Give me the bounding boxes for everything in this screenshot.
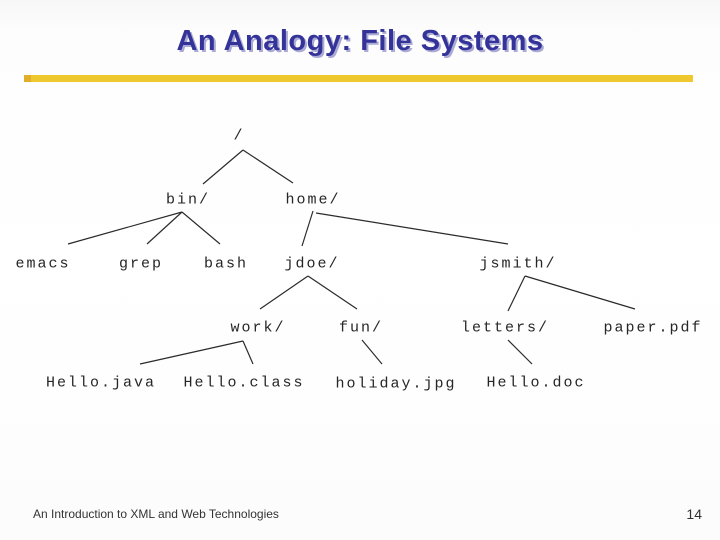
tree-node-letters: letters/ — [460, 319, 550, 337]
tree-node-hello-java: Hello.java — [45, 374, 157, 392]
tree-node-fun: fun/ — [338, 319, 384, 337]
page-number: 14 — [686, 506, 702, 522]
tree-edge-home-jsmith — [315, 212, 509, 245]
tree-edge-jdoe-fun — [307, 275, 358, 310]
tree-node-root: / — [233, 127, 245, 145]
tree-edge-letters-hello-doc — [507, 339, 533, 365]
tree-node-paper-pdf: paper.pdf — [603, 319, 703, 337]
tree-edge-bin-emacs — [67, 211, 183, 245]
tree-edge-bin-grep — [146, 211, 183, 245]
slide-title: An Analogy: File Systems — [176, 25, 544, 57]
footer-title: An Introduction to XML and Web Technolog… — [33, 507, 279, 521]
tree-node-jsmith: jsmith/ — [479, 255, 557, 273]
tree-node-bin: bin/ — [165, 191, 211, 209]
tree-edge-work-hello-java — [139, 340, 244, 365]
tree-edge-jdoe-work — [259, 275, 309, 310]
tree-edge-work-hello-class — [242, 340, 254, 365]
tree-edge-home-jdoe — [301, 210, 314, 247]
tree-edge-root-bin — [202, 149, 244, 185]
tree-node-hello-doc: Hello.doc — [486, 374, 586, 392]
tree-edge-fun-holiday-jpg — [361, 339, 383, 365]
title-underline-cap — [24, 75, 31, 82]
tree-node-bash: bash — [203, 255, 249, 273]
tree-node-home: home/ — [285, 191, 341, 209]
tree-node-holiday-jpg: holiday.jpg — [335, 375, 457, 393]
tree-node-grep: grep — [118, 255, 164, 273]
tree-edge-bin-bash — [181, 211, 221, 245]
tree-edge-jsmith-paper-pdf — [524, 275, 636, 310]
tree-edge-root-home — [242, 149, 294, 184]
tree-node-hello-class: Hello.class — [183, 374, 305, 392]
title-underline — [24, 75, 693, 82]
tree-edge-jsmith-letters — [507, 275, 526, 312]
tree-node-work: work/ — [230, 319, 286, 337]
tree-node-emacs: emacs — [15, 255, 71, 273]
tree-node-jdoe: jdoe/ — [284, 255, 340, 273]
